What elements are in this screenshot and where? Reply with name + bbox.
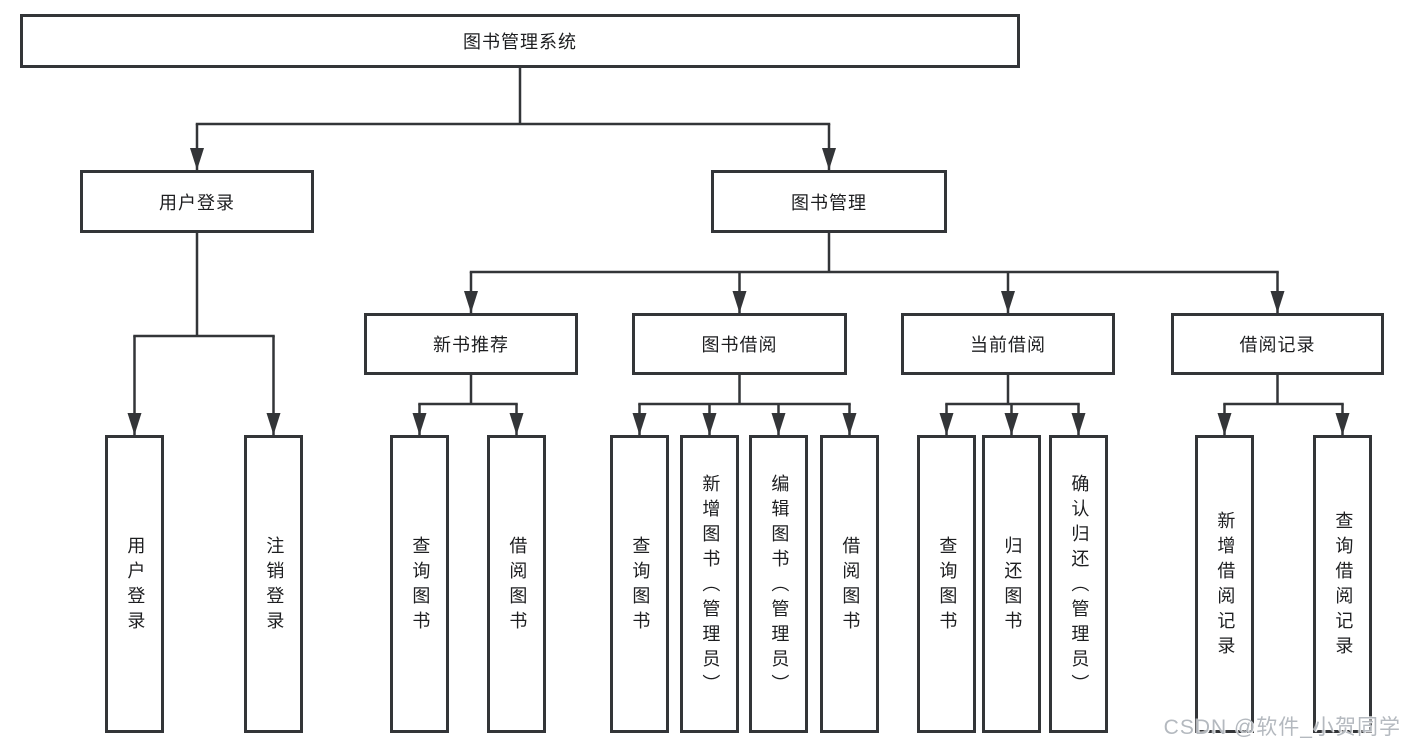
node-book-mgmt: 图书管理 bbox=[711, 170, 947, 233]
node-leaf-nbr-query: 查询图书 bbox=[390, 435, 449, 733]
watermark-text: CSDN @软件_小贺同学 bbox=[1163, 716, 1401, 739]
node-leaf-cb-confirm: 确认归还（管理员） bbox=[1049, 435, 1108, 733]
node-leaf-br-query: 查询借阅记录 bbox=[1313, 435, 1372, 733]
node-leaf-user-login: 用户登录 bbox=[105, 435, 164, 733]
node-current-borrow: 当前借阅 bbox=[901, 313, 1115, 375]
node-leaf-nbr-borrow: 借阅图书 bbox=[487, 435, 546, 733]
node-leaf-bb-query: 查询图书 bbox=[610, 435, 669, 733]
node-leaf-cb-return: 归还图书 bbox=[982, 435, 1041, 733]
node-leaf-bb-edit: 编辑图书（管理员） bbox=[749, 435, 808, 733]
node-user-login: 用户登录 bbox=[80, 170, 314, 233]
node-leaf-bb-borrow: 借阅图书 bbox=[820, 435, 879, 733]
node-borrow-record: 借阅记录 bbox=[1171, 313, 1384, 375]
node-leaf-logout: 注销登录 bbox=[244, 435, 303, 733]
node-leaf-cb-query: 查询图书 bbox=[917, 435, 976, 733]
node-new-book-rec: 新书推荐 bbox=[364, 313, 578, 375]
node-leaf-br-add: 新增借阅记录 bbox=[1195, 435, 1254, 733]
node-book-borrow: 图书借阅 bbox=[632, 313, 847, 375]
node-root: 图书管理系统 bbox=[20, 14, 1020, 68]
node-leaf-bb-add: 新增图书（管理员） bbox=[680, 435, 739, 733]
